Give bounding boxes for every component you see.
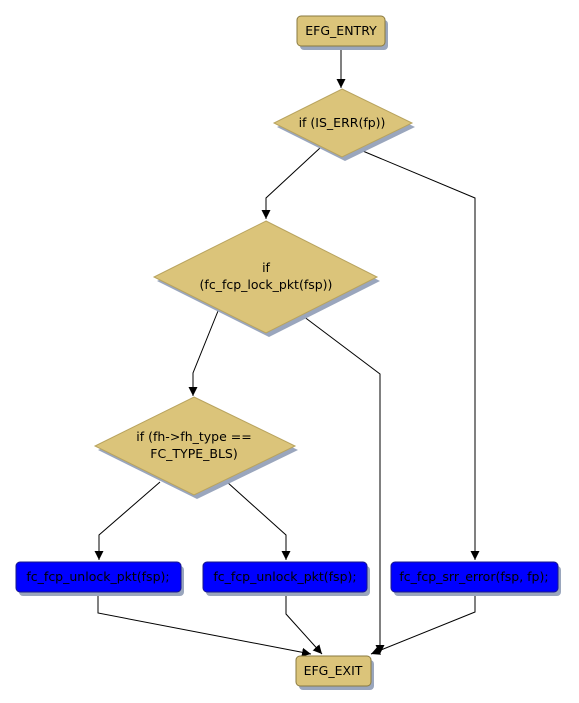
node-is-err-label: if (IS_ERR(fp)) xyxy=(299,115,386,130)
edges xyxy=(94,46,480,657)
node-entry: EFG_ENTRY xyxy=(296,15,388,50)
node-unlock-left: fc_fcp_unlock_pkt(fsp); xyxy=(15,561,184,596)
node-unlock-left-label: fc_fcp_unlock_pkt(fsp); xyxy=(26,569,169,584)
node-unlock-mid-label: fc_fcp_unlock_pkt(fsp); xyxy=(213,569,356,584)
edge-unlock-mid-to-exit xyxy=(285,592,323,655)
edge-srr-error-to-exit xyxy=(370,592,476,655)
edge-is-err-to-srr-error xyxy=(357,148,480,560)
node-srr-error: fc_fcp_srr_error(fsp, fp); xyxy=(390,561,561,596)
node-exit-label: EFG_EXIT xyxy=(304,663,363,678)
node-is-err: if (IS_ERR(fp)) xyxy=(272,88,415,161)
node-lock-pkt: if (fc_fcp_lock_pkt(fsp)) xyxy=(152,220,380,337)
node-srr-error-label: fc_fcp_srr_error(fsp, fp); xyxy=(399,569,548,584)
edge-fh-type-to-unlock-left xyxy=(94,481,161,560)
node-unlock-mid: fc_fcp_unlock_pkt(fsp); xyxy=(202,561,370,596)
edge-unlock-left-to-exit xyxy=(97,592,312,657)
edge-is-err-to-lock-pkt xyxy=(261,147,321,219)
node-lock-pkt-label-1: if xyxy=(262,260,270,275)
node-fh-type-label-1: if (fh->fh_type == xyxy=(136,429,251,444)
edge-lock-pkt-to-exit xyxy=(298,312,385,654)
node-lock-pkt-label-2: (fc_fcp_lock_pkt(fsp)) xyxy=(200,277,333,292)
node-entry-label: EFG_ENTRY xyxy=(305,23,377,38)
node-fh-type-label-2: FC_TYPE_BLS) xyxy=(150,446,237,461)
edge-fh-type-to-unlock-mid xyxy=(226,481,291,560)
node-exit: EFG_EXIT xyxy=(295,655,374,690)
node-fh-type: if (fh->fh_type == FC_TYPE_BLS) xyxy=(93,396,298,499)
edge-lock-pkt-to-fh-type xyxy=(188,310,219,396)
